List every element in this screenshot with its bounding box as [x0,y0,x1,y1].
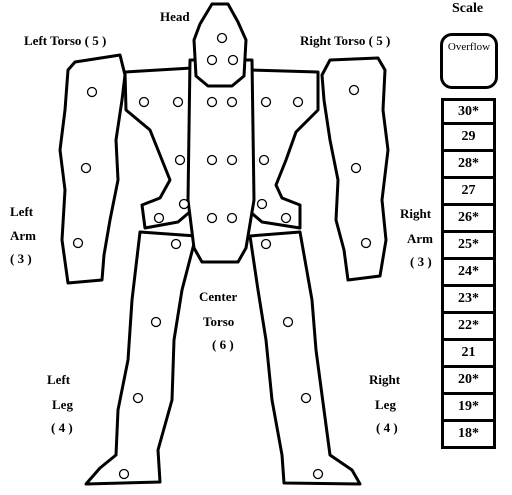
right-arm-label-1: Right [400,206,431,221]
center-torso-label-2: Torso [203,314,234,329]
left-arm-label-2: Arm [10,228,36,243]
head-label: Head [160,9,190,24]
right-leg-label-1: Right [369,372,400,387]
armor-pip[interactable] [140,98,149,107]
right-arm-label-2: Arm [407,231,433,246]
center-torso-section [188,60,254,262]
armor-pip[interactable] [260,156,269,165]
scale-cell: 30* [441,98,496,125]
armor-pip[interactable] [362,239,371,248]
scale-cell: 23* [441,287,496,314]
armor-pip[interactable] [228,156,237,165]
center-torso-label-1: Center [199,289,237,304]
armor-pip[interactable] [172,240,181,249]
armor-pip[interactable] [262,240,271,249]
armor-pip[interactable] [88,88,97,97]
head-section [194,4,246,86]
armor-pip[interactable] [208,156,217,165]
scale-cell: 27 [441,179,496,206]
left-arm-label-3: ( 3 ) [10,251,32,266]
right-leg-section [250,232,360,484]
scale-cell: 19* [441,395,496,422]
scale-cell: 24* [441,260,496,287]
armor-pip[interactable] [314,470,323,479]
armor-pip[interactable] [282,214,291,223]
left-arm-label-1: Left [10,204,33,219]
armor-pip[interactable] [74,239,83,248]
heat-scale: 30* 29 28* 27 26* 25* 24* 23* 22* 21 20*… [441,98,496,449]
armor-pip[interactable] [229,56,238,65]
left-leg-label-1: Left [47,372,70,387]
scale-title: Scale [452,1,483,16]
armor-pip[interactable] [180,200,189,209]
armor-pip[interactable] [176,156,185,165]
armor-pip[interactable] [120,470,129,479]
left-leg-label-2: Leg [52,397,73,412]
armor-pip[interactable] [208,56,217,65]
armor-pip[interactable] [174,98,183,107]
scale-cell: 26* [441,206,496,233]
scale-cell: 21 [441,341,496,368]
armor-pip[interactable] [134,394,143,403]
armor-pip[interactable] [294,98,303,107]
armor-pip[interactable] [262,98,271,107]
right-leg-label-3: ( 4 ) [376,420,398,435]
armor-pip[interactable] [284,318,293,327]
armor-pip[interactable] [350,86,359,95]
armor-pip[interactable] [155,214,164,223]
armor-pip[interactable] [258,200,267,209]
scale-cell: 25* [441,233,496,260]
armor-pip[interactable] [208,214,217,223]
left-torso-label: Left Torso ( 5 ) [24,33,106,48]
armor-pip[interactable] [302,394,311,403]
armor-pip[interactable] [208,98,217,107]
scale-cell: 20* [441,368,496,395]
armor-pip[interactable] [152,318,161,327]
armor-pip[interactable] [82,164,91,173]
left-leg-label-3: ( 4 ) [51,420,73,435]
overflow-box: Overflow [440,33,498,89]
armor-pip[interactable] [352,164,361,173]
armor-pip[interactable] [228,98,237,107]
scale-cell: 18* [441,422,496,449]
right-torso-label: Right Torso ( 5 ) [300,33,390,48]
center-torso-label-3: ( 6 ) [212,337,234,352]
scale-cell: 28* [441,152,496,179]
scale-cell: 29 [441,125,496,152]
armor-pip[interactable] [228,214,237,223]
right-leg-label-2: Leg [375,397,396,412]
right-arm-label-3: ( 3 ) [410,254,432,269]
scale-cell: 22* [441,314,496,341]
armor-pip[interactable] [218,34,227,43]
